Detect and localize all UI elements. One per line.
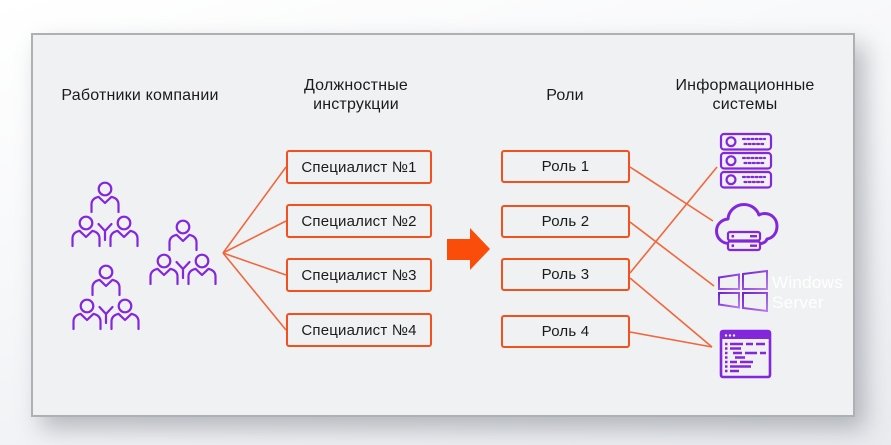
diagram-graphics xyxy=(33,132,779,379)
column-header-job-descriptions: Должностные инструкции xyxy=(303,77,409,113)
column-header-systems: Информационные системы xyxy=(675,77,815,113)
server-rack-icon xyxy=(719,132,773,189)
role-box-1: Роль 1 xyxy=(501,150,630,183)
employee-team-icon xyxy=(151,221,216,284)
employees-to-specialists-lines xyxy=(222,166,287,331)
arrow-right-icon xyxy=(447,228,490,270)
windows-server-icon xyxy=(718,269,768,313)
cloud-server-icon xyxy=(715,203,779,252)
employee-team-icon xyxy=(74,266,139,329)
specialist-box-3: Специалист №3 xyxy=(286,258,432,292)
role-box-4: Роль 4 xyxy=(501,315,630,348)
roles-to-systems-lines xyxy=(629,166,718,348)
role-box-2: Роль 2 xyxy=(501,205,630,238)
specialist-box-2: Специалист №2 xyxy=(286,204,432,238)
diagram-card: Работники компании Должностные инструкци… xyxy=(31,33,855,417)
code-window-icon xyxy=(719,329,772,379)
windows-server-label: Windows Server xyxy=(772,273,844,312)
diagram-canvas: Работники компании Должностные инструкци… xyxy=(33,35,853,415)
column-header-roles: Роли xyxy=(546,86,584,104)
specialist-box-1: Специалист №1 xyxy=(286,150,432,184)
role-box-3: Роль 3 xyxy=(501,258,630,291)
specialist-box-4: Специалист №4 xyxy=(286,313,432,347)
column-header-employees: Работники компании xyxy=(61,86,219,104)
employee-team-icon xyxy=(73,183,138,246)
